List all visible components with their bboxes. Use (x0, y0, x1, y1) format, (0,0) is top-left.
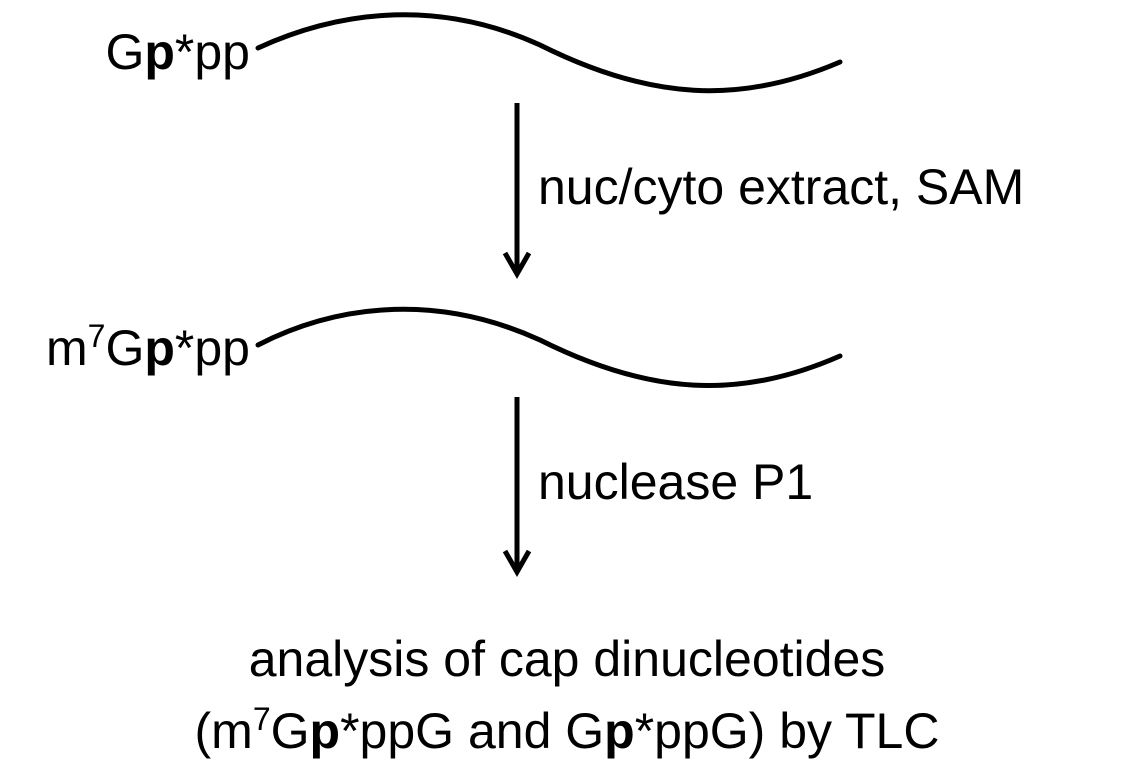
star-text: * (174, 24, 195, 80)
result-line-2: (m7Gp*ppG and Gp*ppG) by TLC (0, 703, 1134, 759)
p-bold: p (309, 703, 341, 759)
rna-strand-top (255, 12, 843, 94)
superscript-7: 7 (87, 318, 106, 354)
arrow-head-1 (502, 251, 532, 280)
result-text-a: (m (194, 703, 253, 759)
superscript-7: 7 (252, 701, 271, 737)
step2-label: nuclease P1 (538, 454, 814, 510)
result-text-b: G (270, 703, 310, 759)
pp-text: pp (194, 24, 250, 80)
g-text: G (105, 320, 145, 376)
result-text-d: *ppG) by TLC (634, 703, 940, 759)
pp-text: pp (194, 320, 250, 376)
rna-top-label: Gp*pp (105, 27, 250, 77)
p-bold: p (604, 703, 635, 759)
m-text: m (46, 320, 88, 376)
result-text-c: *ppG and G (340, 703, 605, 759)
rna-middle-label: m7Gp*pp (46, 320, 250, 376)
step1-label: nuc/cyto extract, SAM (538, 159, 1025, 215)
rna-strand-middle (255, 306, 843, 389)
star-text: * (174, 320, 195, 376)
arrow-head-2 (502, 549, 532, 578)
g-text: G (105, 24, 145, 80)
p-bold: p (144, 320, 175, 376)
p-bold: p (144, 24, 175, 80)
result-line-1: analysis of cap dinucleotides (248, 631, 886, 687)
